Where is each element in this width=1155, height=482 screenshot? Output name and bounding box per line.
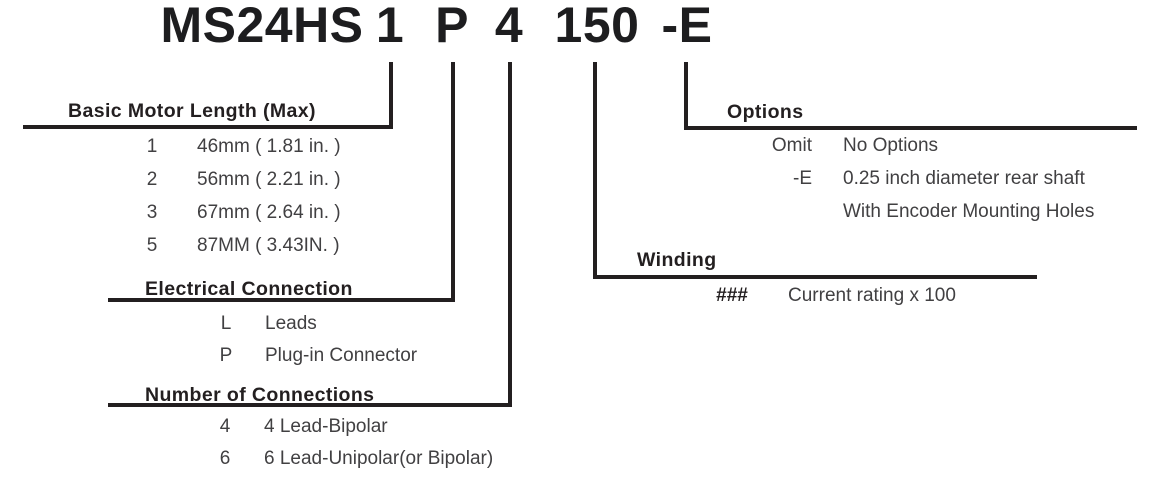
desc-cell: 46mm ( 1.81 in. ) [197,136,341,157]
desc-cell: With Encoder Mounting Holes [843,201,1095,222]
section-heading: Number of Connections [145,384,375,406]
section-heading: Electrical Connection [145,278,353,300]
heading-rule-number-of-connections [108,403,512,407]
part-number-connection-code: P [435,0,469,53]
code-cell: 6 [219,448,231,469]
part-number-option-code: -E [661,0,713,53]
desc-cell: Plug-in Connector [265,345,418,366]
code-cell: 3 [146,202,158,223]
section-heading: Winding [637,249,717,271]
part-number-model: MS24HS [160,0,364,53]
part-number-connections-count-code: 4 [494,0,524,53]
desc-cell: 67mm ( 2.64 in. ) [197,202,341,223]
callout-line-length-vertical [389,62,393,129]
heading-rule-winding [593,275,1037,279]
desc-cell: 56mm ( 2.21 in. ) [197,169,341,190]
callout-line-option-vertical [684,62,688,130]
heading-rule-options [684,126,1137,130]
part-number-winding-code: 150 [554,0,640,53]
code-cell: -E [793,168,812,189]
heading-rule-electrical-connection [108,298,455,302]
code-cell: 2 [146,169,158,190]
callout-line-connections-count-vertical [508,62,512,407]
code-cell: 5 [146,235,158,256]
section-heading: Basic Motor Length (Max) [68,100,316,122]
code-cell: P [219,345,233,366]
section-heading: Options [727,101,804,123]
desc-cell: Leads [265,313,317,334]
desc-cell: 87MM ( 3.43IN. ) [197,235,340,256]
heading-rule-basic-motor-length [23,125,393,129]
callout-line-connection-vertical [451,62,455,302]
desc-cell: 0.25 inch diameter rear shaft [843,168,1085,189]
code-cell: L [220,313,232,334]
code-cell: Omit [771,135,812,156]
part-number-length-code: 1 [375,0,405,53]
desc-cell: 4 Lead-Bipolar [264,416,388,437]
desc-cell: 6 Lead-Unipolar(or Bipolar) [264,448,494,469]
code-cell: 4 [219,416,231,437]
code-cell: ### [716,285,748,306]
code-cell: 1 [146,136,158,157]
desc-cell: Current rating x 100 [788,285,956,306]
callout-line-winding-vertical [593,62,597,279]
desc-cell: No Options [843,135,939,156]
